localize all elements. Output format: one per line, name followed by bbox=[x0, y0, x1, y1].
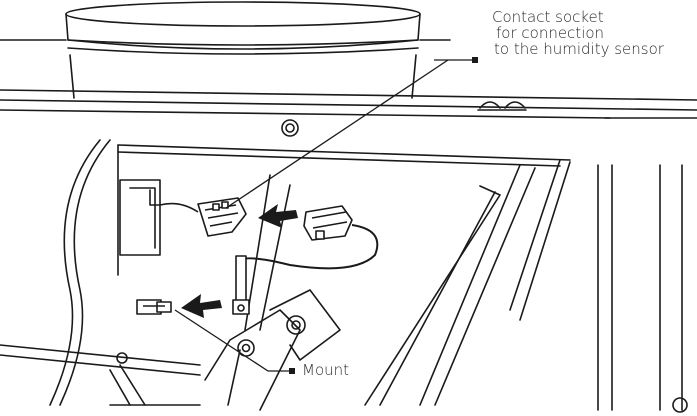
upper-frame bbox=[0, 39, 697, 137]
lower-frame bbox=[0, 344, 201, 406]
duct-spigot bbox=[65, 1, 421, 99]
socket-leader-line bbox=[225, 57, 478, 209]
insert-arrow-icon bbox=[258, 204, 298, 228]
sensor-plug bbox=[232, 205, 379, 315]
mount-leader-line bbox=[174, 309, 295, 374]
callout-line: Contact socket bbox=[492, 8, 604, 26]
mount-callout: Mount bbox=[302, 361, 350, 379]
callout-line: to the humidity sensor bbox=[494, 40, 664, 58]
housing-cavity bbox=[49, 139, 571, 406]
contact-socket-connector bbox=[159, 197, 247, 237]
callout-line: for connection bbox=[496, 24, 605, 42]
right-frame bbox=[364, 159, 688, 413]
mount-clip bbox=[136, 299, 172, 315]
contact-socket-callout: Contact socket for connection to the hum… bbox=[492, 9, 664, 57]
diagonal-panel bbox=[204, 174, 341, 411]
mount-arrow-icon bbox=[181, 294, 222, 318]
